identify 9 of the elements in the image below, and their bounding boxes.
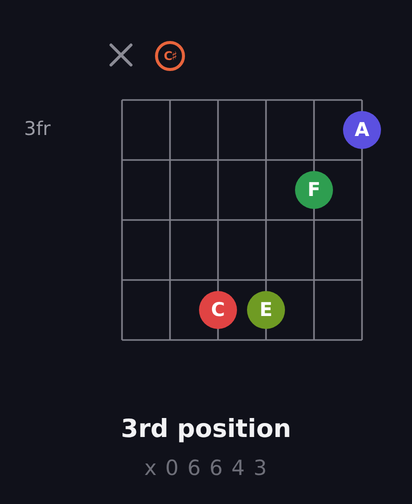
- note-dot: E: [247, 291, 285, 329]
- fret-number: 3fr: [24, 117, 51, 141]
- fingering-text: x 0 6 6 4 3: [144, 455, 268, 481]
- note-dot: F: [295, 171, 333, 209]
- mute-x-icon: [109, 43, 133, 67]
- chord-title: 3rd position: [120, 413, 292, 445]
- open-string-marker: C♯: [155, 41, 185, 71]
- note-dot: A: [343, 111, 381, 149]
- note-dot: C: [199, 291, 237, 329]
